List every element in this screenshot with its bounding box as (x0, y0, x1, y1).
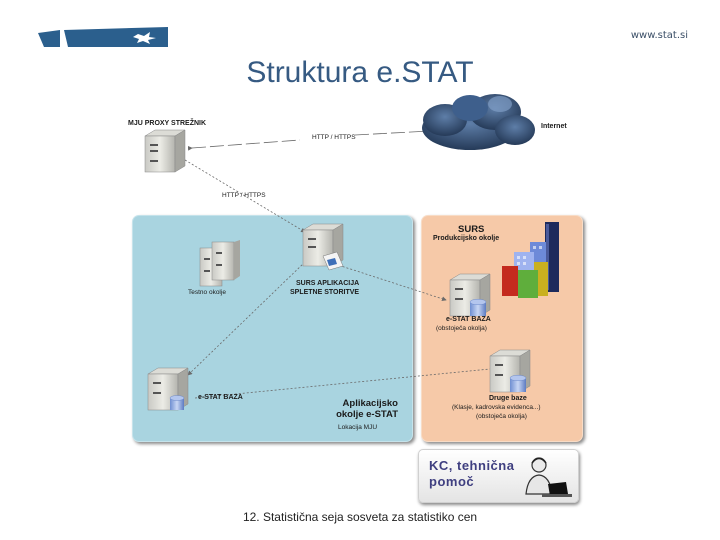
helpdesk-person-icon (525, 457, 572, 497)
other-db-sub: (Klasje, kadrovska evidenca...) (452, 404, 541, 411)
test-env-label: Testno okolje (188, 289, 226, 296)
surs-buildings-icon (502, 222, 559, 298)
estat-base-mju-label: e-STAT BAZA (198, 394, 243, 401)
page-title: Struktura e.STAT (246, 56, 474, 89)
support-label: KC, tehnična pomoč (429, 458, 524, 490)
test-server-icon (199, 240, 240, 287)
estat-db-server-icon (147, 367, 189, 411)
mju-zone-title-2: okolje e-STAT (336, 409, 398, 420)
other-db-label: Druge baze (489, 395, 527, 402)
surs-estat-base-sub: (obstoječa okolja) (436, 325, 487, 332)
mju-zone-title-1: Aplikacijsko (342, 398, 398, 409)
internet-cloud-icon (422, 94, 535, 150)
proxy-label: MJU PROXY STREŽNIK (128, 120, 207, 127)
mju-zone-title: Aplikacijsko okolje e-STAT (320, 398, 398, 420)
surs-estat-db-icon (449, 273, 491, 317)
support-box: KC, tehnična pomoč (418, 449, 579, 503)
mju-zone-location: Lokacija MJU (338, 424, 378, 431)
edge-label-app: HTTP / HTTPS (222, 192, 266, 199)
edge-label-internet: HTTP / HTTPS (312, 134, 356, 141)
site-url: www.stat.si (630, 30, 688, 41)
surs-zone-subtitle: Produkcijsko okolje (433, 235, 500, 242)
footer-text: 12. Statistična seja sosveta za statisti… (242, 510, 478, 524)
internet-label: Internet (541, 123, 567, 130)
surs-app-label-2: SPLETNE STORITVE (290, 289, 360, 296)
other-db-sub2: (obstoječa okolja) (476, 413, 527, 420)
support-label-1: KC, tehnična (429, 458, 515, 473)
stat-logo (38, 27, 168, 47)
surs-app-label-1: SURS APLIKACIJA (296, 280, 360, 287)
app-server-icon (302, 223, 344, 271)
surs-estat-base-label: e-STAT BAZA (446, 316, 491, 323)
proxy-server-icon (144, 129, 186, 173)
surs-zone-title: SURS (458, 224, 485, 235)
other-db-server-icon (489, 349, 531, 393)
support-label-2: pomoč (429, 474, 475, 489)
connector-lines (180, 130, 501, 399)
